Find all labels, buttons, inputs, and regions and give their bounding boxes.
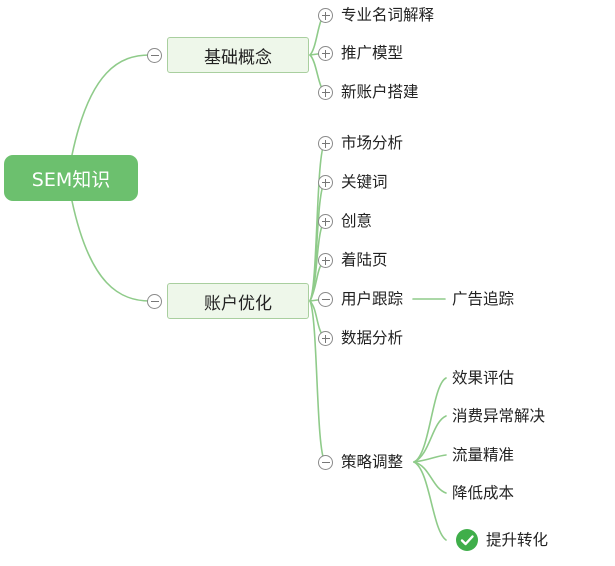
node-reduce-cost[interactable]: 降低成本 [452,484,515,502]
plus-circle-icon[interactable] [318,136,333,151]
node-improve-conversion[interactable]: 提升转化 [486,531,549,549]
minus-circle-icon[interactable] [318,455,333,470]
node-effect-evaluation[interactable]: 效果评估 [452,369,515,387]
plus-circle-icon[interactable] [318,8,333,23]
check-circle-icon [456,529,478,551]
plus-circle-icon[interactable] [318,331,333,346]
node-strategy-adjustment[interactable]: 策略调整 [341,453,404,471]
minus-circle-icon[interactable] [318,292,333,307]
node-precise-traffic[interactable]: 流量精准 [452,446,515,464]
root-node[interactable]: SEM知识 [4,155,138,201]
plus-circle-icon[interactable] [318,85,333,100]
node-landing-page[interactable]: 着陆页 [341,251,388,269]
node-term-explanation[interactable]: 专业名词解释 [341,6,435,24]
plus-circle-icon[interactable] [318,175,333,190]
plus-circle-icon[interactable] [318,46,333,61]
node-promotion-model[interactable]: 推广模型 [341,44,404,62]
minus-circle-icon[interactable] [147,294,162,309]
minus-circle-icon[interactable] [147,48,162,63]
plus-circle-icon[interactable] [318,214,333,229]
node-ad-tracking[interactable]: 广告追踪 [452,290,515,308]
node-creative[interactable]: 创意 [341,212,373,230]
branch-node-account-optimization[interactable]: 账户优化 [167,283,309,319]
node-abnormal-spend[interactable]: 消费异常解决 [452,407,546,425]
node-market-analysis[interactable]: 市场分析 [341,134,404,152]
node-data-analysis[interactable]: 数据分析 [341,329,404,347]
plus-circle-icon[interactable] [318,253,333,268]
node-keywords[interactable]: 关键词 [341,173,388,191]
node-new-account-setup[interactable]: 新账户搭建 [341,83,419,101]
node-user-tracking[interactable]: 用户跟踪 [341,290,404,308]
branch-node-basic-concepts[interactable]: 基础概念 [167,37,309,73]
